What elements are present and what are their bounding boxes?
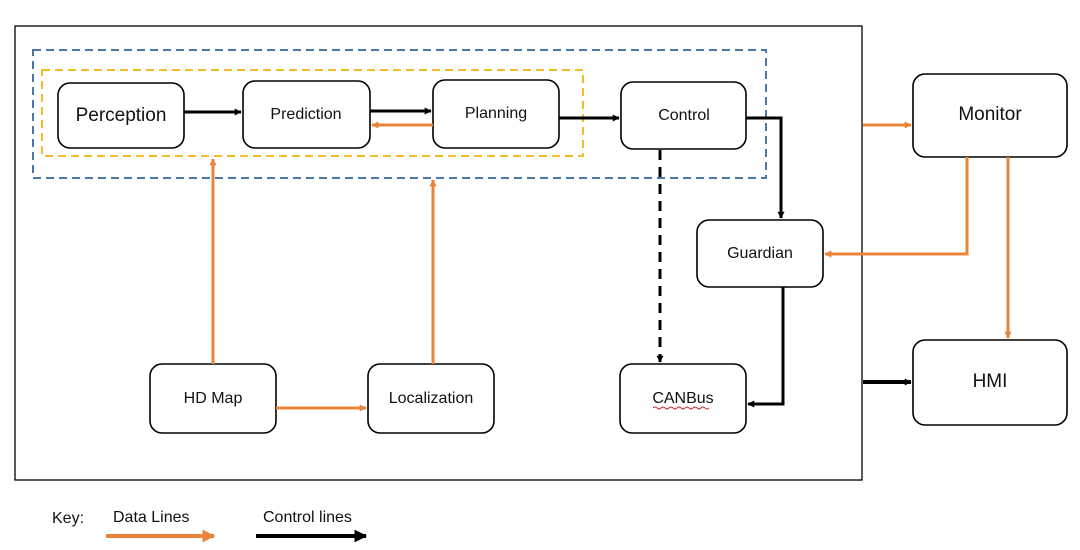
node-hd-map: HD Map: [149, 363, 277, 434]
node-perception: Perception: [57, 82, 185, 149]
canbus-spellcheck-underline: [652, 406, 710, 410]
monitor-label: Monitor: [958, 104, 1022, 125]
node-prediction: Prediction: [242, 80, 371, 149]
hmi-label: HMI: [973, 371, 1008, 392]
legend-control-lines-label: Control lines: [263, 509, 352, 526]
edge-monitor-to-guardian: [824, 157, 969, 258]
edge-guardian-to-canbus: [747, 287, 785, 408]
node-control: Control: [620, 81, 747, 150]
node-guardian: Guardian: [696, 219, 824, 288]
planning-label: Planning: [465, 105, 527, 122]
hd-map-label: HD Map: [184, 390, 243, 407]
guardian-label: Guardian: [727, 245, 793, 262]
legend-title: Key:: [52, 510, 84, 527]
node-planning: Planning: [432, 79, 560, 149]
localization-label: Localization: [389, 390, 474, 407]
outer-group-outline: [32, 49, 767, 179]
prediction-label: Prediction: [270, 106, 341, 123]
inner-group-outline: [41, 69, 584, 157]
node-canbus: CANBus: [619, 363, 747, 434]
node-hmi: HMI: [912, 339, 1068, 426]
legend: Key: Data Lines Control lines: [52, 509, 368, 543]
canbus-label: CANBus: [652, 390, 713, 407]
node-localization: Localization: [367, 363, 495, 434]
control-label: Control: [658, 107, 710, 124]
legend-data-lines-label: Data Lines: [113, 509, 190, 526]
edge-control-to-guardian: [746, 116, 785, 219]
perception-label: Perception: [76, 105, 167, 126]
node-monitor: Monitor: [912, 73, 1068, 158]
